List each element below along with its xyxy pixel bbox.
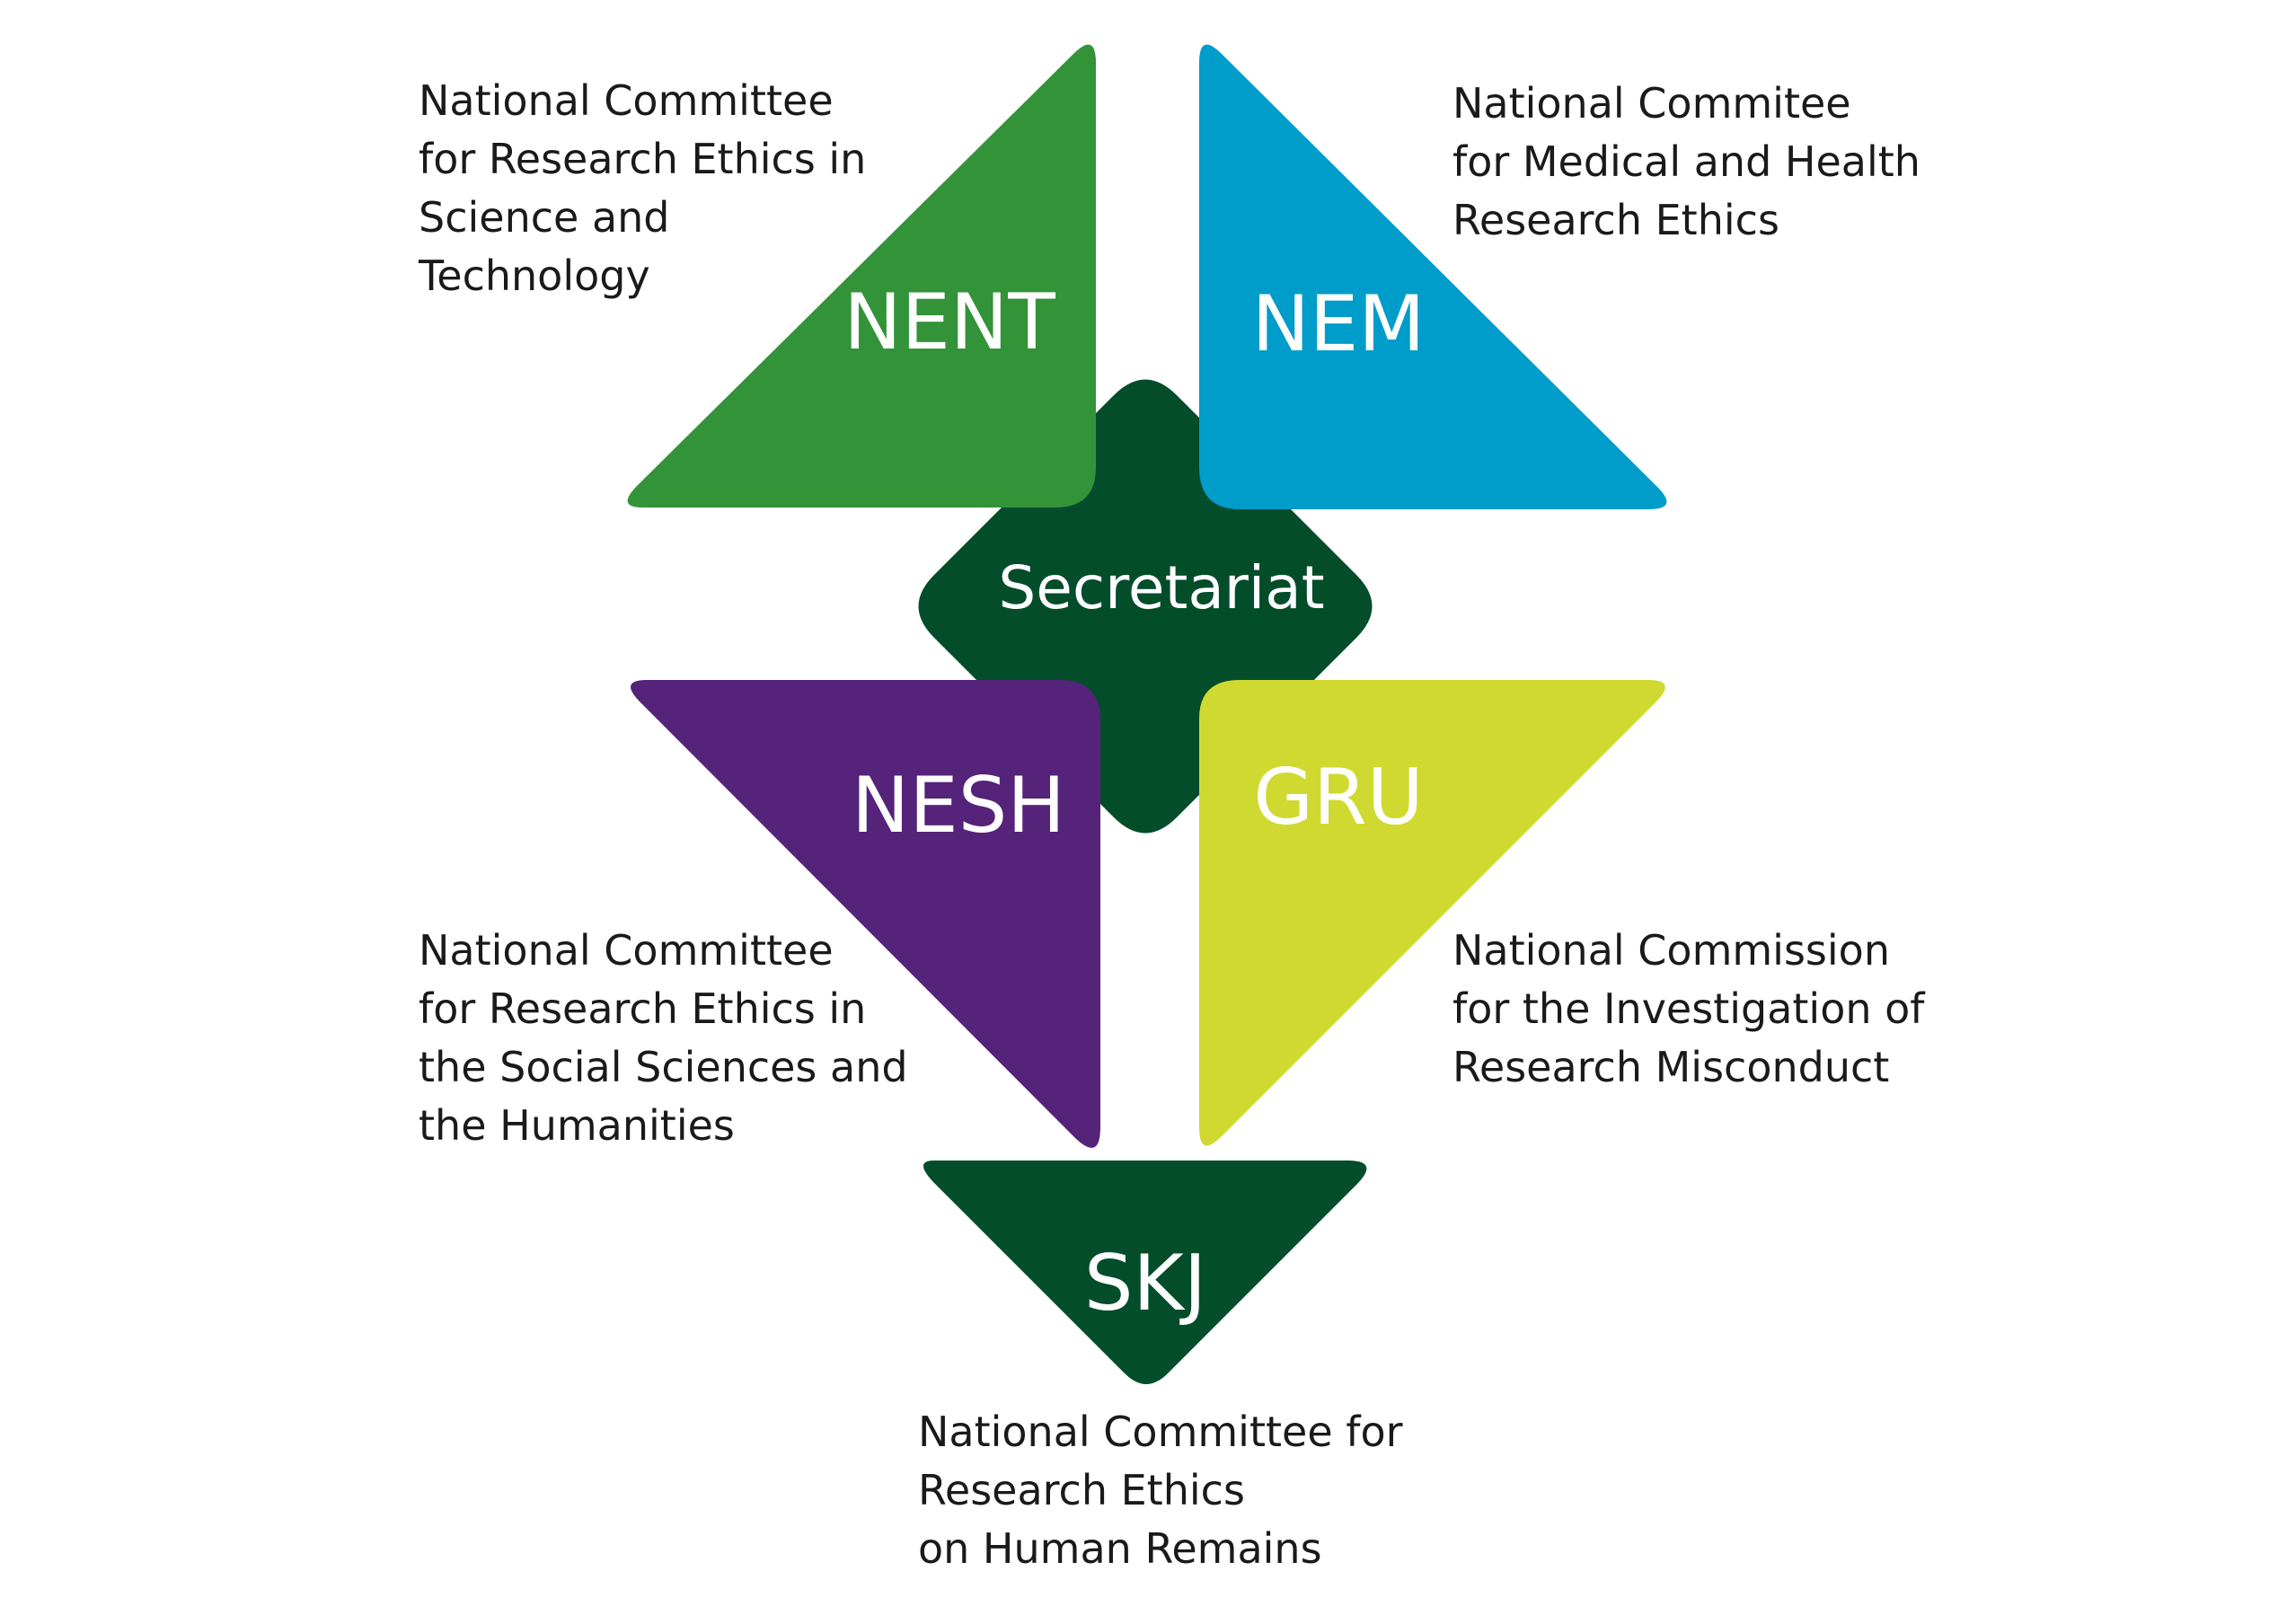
secretariat-label: Secretariat xyxy=(998,553,1324,622)
gru-description: National Commission for the Investigatio… xyxy=(1452,922,1924,1097)
nesh-line-3: the Social Sciences and xyxy=(419,1043,908,1091)
nent-abbr: NENT xyxy=(843,278,1055,367)
nesh-line-4: the Humanities xyxy=(419,1101,735,1150)
nem-description: National Commitee for Medical and Health… xyxy=(1452,75,1920,250)
skj-description: National Committee for Research Ethics o… xyxy=(918,1403,1403,1578)
nesh-description: National Committee for Research Ethics i… xyxy=(419,922,908,1155)
nem-line-2: for Medical and Health xyxy=(1452,137,1920,186)
nent-triangle xyxy=(627,44,1096,508)
nent-line-4: Technology xyxy=(419,252,650,300)
nesh-abbr: NESH xyxy=(852,761,1065,851)
nem-abbr: NEM xyxy=(1252,279,1426,369)
nent-line-2: for Research Ethics in xyxy=(419,135,867,183)
gru-triangle xyxy=(1199,680,1665,1146)
gru-line-1: National Commission xyxy=(1452,926,1890,975)
nent-line-1: National Committee xyxy=(419,76,834,125)
skj-line-2: Research Ethics xyxy=(918,1466,1245,1514)
nem-line-1: National Commitee xyxy=(1452,79,1851,128)
nesh-line-2: for Research Ethics in xyxy=(419,984,867,1033)
skj-triangle xyxy=(923,1161,1367,1384)
skj-abbr: SKJ xyxy=(1084,1239,1206,1328)
nent-description: National Committee for Research Ethics i… xyxy=(419,72,866,305)
gru-abbr: GRU xyxy=(1253,753,1423,843)
nem-triangle xyxy=(1199,44,1667,510)
nent-line-3: Science and xyxy=(419,193,670,242)
nem-line-3: Research Ethics xyxy=(1452,196,1779,244)
skj-line-3: on Human Remains xyxy=(918,1524,1322,1573)
skj-line-1: National Committee for xyxy=(918,1408,1403,1456)
gru-line-3: Research Misconduct xyxy=(1452,1043,1890,1091)
nesh-line-1: National Committee xyxy=(419,926,834,975)
nesh-triangle xyxy=(631,680,1100,1148)
gru-line-2: for the Investigation of xyxy=(1452,984,1925,1033)
